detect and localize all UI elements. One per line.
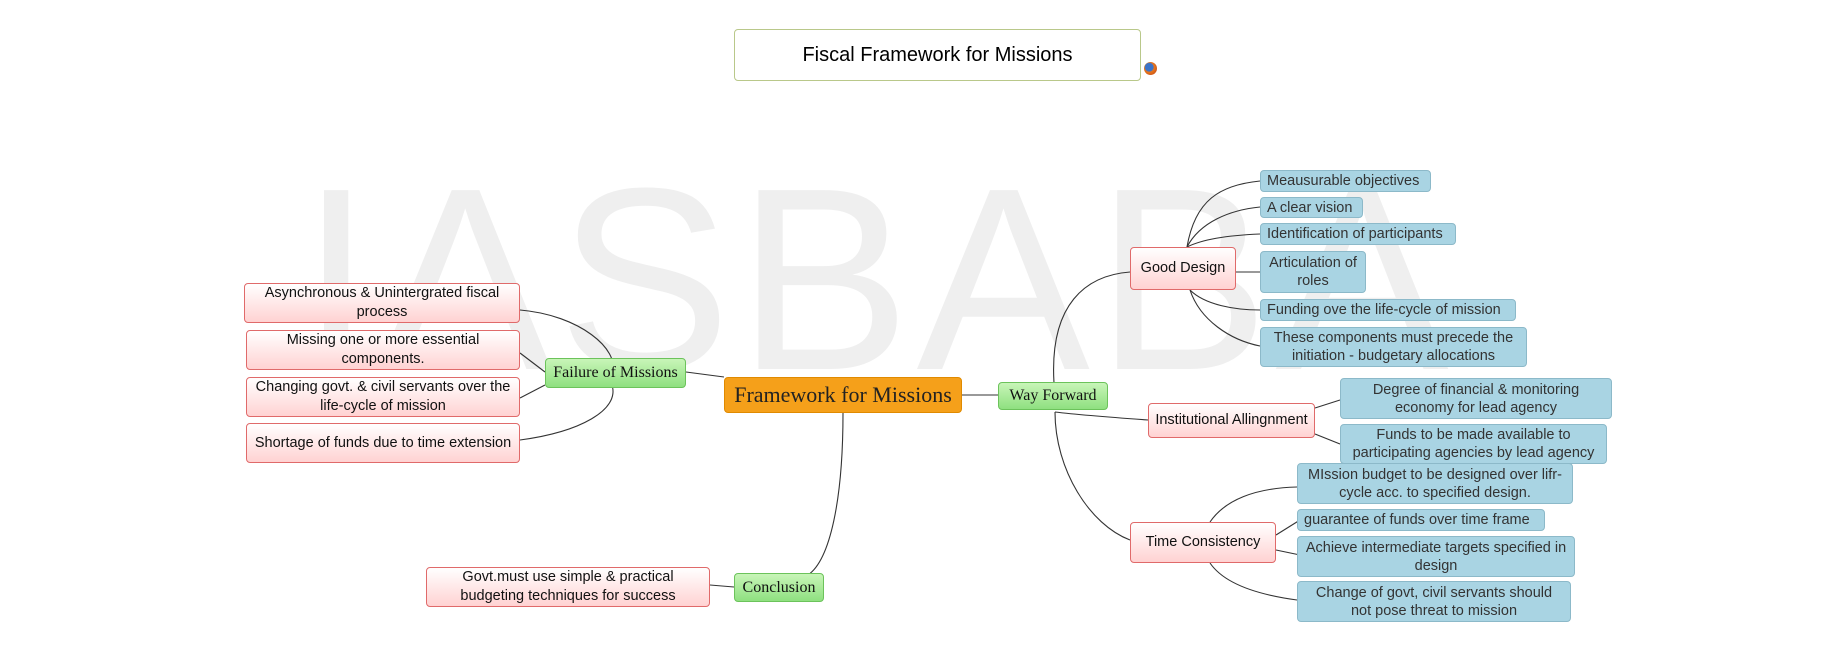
link-tc-leaf-2: [1275, 519, 1301, 536]
leaf-good-design-6[interactable]: These components must precede the initia…: [1260, 327, 1527, 367]
link-gd-leaf-3: [1186, 233, 1261, 248]
leaf-failure-1[interactable]: Asynchronous & Unintergrated fiscal proc…: [244, 283, 520, 323]
leaf-institutional-2[interactable]: Funds to be made available to participat…: [1340, 424, 1607, 464]
subbranch-institutional-alignment[interactable]: Institutional Allingnment: [1148, 403, 1315, 438]
link-gd-leaf-6: [1189, 289, 1261, 347]
link-wf-time: [1054, 411, 1131, 541]
leaf-good-design-2[interactable]: A clear vision: [1260, 197, 1363, 218]
leaf-good-design-4[interactable]: Articulation of roles: [1260, 251, 1366, 293]
link-wf-gooddesign: [1053, 271, 1131, 396]
subbranch-good-design[interactable]: Good Design: [1130, 247, 1236, 290]
root-node[interactable]: Framework for Missions: [724, 377, 962, 413]
link-failure-leaf-3: [519, 384, 546, 399]
link-failure-leaf-2: [519, 352, 546, 373]
link-center-failure: [685, 371, 725, 378]
leaf-failure-4[interactable]: Shortage of funds due to time extension: [246, 423, 520, 463]
branch-failure-of-missions[interactable]: Failure of Missions: [545, 358, 686, 388]
link-gd-leaf-2: [1186, 206, 1261, 248]
diagram-title: Fiscal Framework for Missions: [734, 29, 1141, 81]
leaf-time-3[interactable]: Achieve intermediate targets specified i…: [1297, 536, 1575, 577]
branch-way-forward[interactable]: Way Forward: [998, 382, 1108, 410]
link-wf-institutional: [1054, 411, 1149, 421]
subbranch-time-consistency[interactable]: Time Consistency: [1130, 522, 1276, 563]
leaf-time-1[interactable]: MIssion budget to be designed over lifr-…: [1297, 463, 1573, 504]
leaf-good-design-5[interactable]: Funding ove the life-cycle of mission: [1260, 299, 1516, 321]
link-tc-leaf-3: [1275, 549, 1301, 556]
link-tc-leaf-1: [1209, 486, 1298, 523]
branch-conclusion[interactable]: Conclusion: [734, 573, 824, 602]
link-gd-leaf-5: [1189, 289, 1261, 311]
leaf-time-2[interactable]: guarantee of funds over time frame: [1297, 509, 1545, 531]
firefox-icon: [1144, 62, 1157, 75]
link-gd-leaf-1: [1186, 180, 1261, 248]
leaf-institutional-1[interactable]: Degree of financial & monitoring economy…: [1340, 378, 1612, 419]
link-inst-leaf-1: [1314, 399, 1341, 409]
link-center-conclusion: [807, 412, 844, 576]
leaf-good-design-3[interactable]: Identification of participants: [1260, 223, 1456, 245]
leaf-conclusion-1[interactable]: Govt.must use simple & practical budgeti…: [426, 567, 710, 607]
link-inst-leaf-2: [1314, 433, 1341, 445]
leaf-failure-3[interactable]: Changing govt. & civil servants over the…: [246, 377, 520, 417]
link-failure-leaf-4: [519, 384, 614, 441]
leaf-failure-2[interactable]: Missing one or more essential components…: [246, 330, 520, 370]
link-tc-leaf-4: [1209, 562, 1298, 601]
leaf-good-design-1[interactable]: Meausurable objectives: [1260, 170, 1431, 192]
leaf-time-4[interactable]: Change of govt, civil servants should no…: [1297, 581, 1571, 622]
link-conclusion-leaf: [709, 584, 735, 588]
